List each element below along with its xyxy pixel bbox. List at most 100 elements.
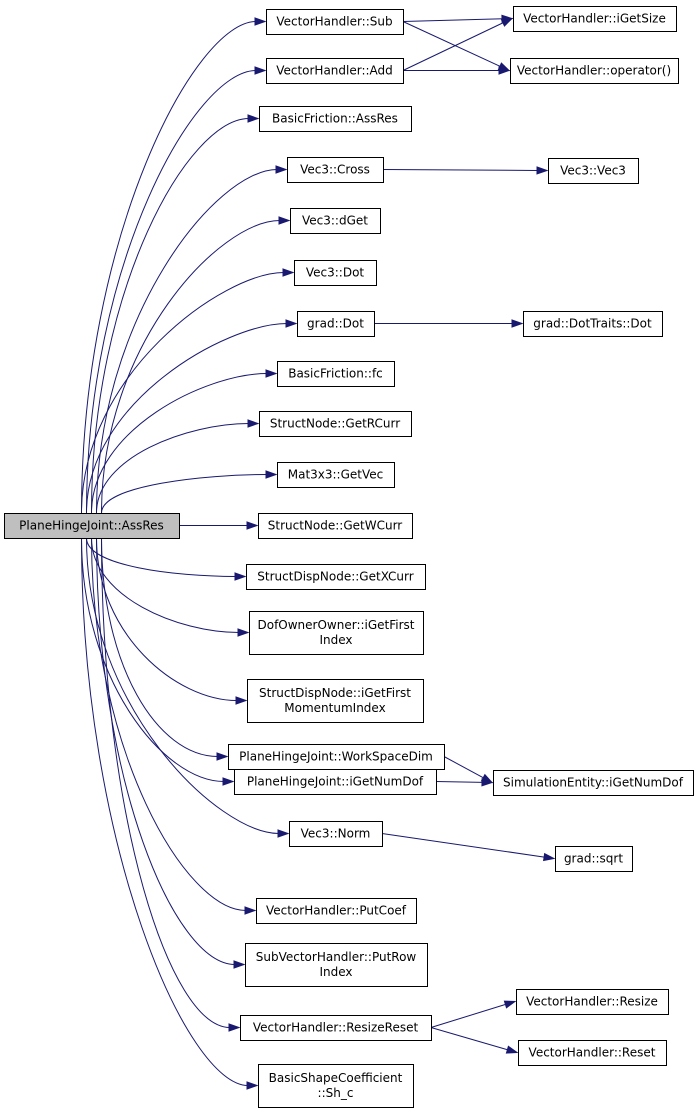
arrowhead bbox=[503, 1000, 517, 1009]
node-grad-dottraits[interactable]: grad::DotTraits::Dot bbox=[523, 311, 663, 337]
arrowhead bbox=[282, 268, 295, 277]
call-edge bbox=[443, 756, 494, 784]
edge-line bbox=[435, 781, 484, 783]
node-label: grad::Dot bbox=[307, 317, 364, 331]
node-box bbox=[548, 158, 639, 184]
node-box bbox=[266, 58, 404, 84]
call-edge bbox=[96, 537, 246, 969]
call-edge bbox=[96, 419, 260, 514]
edge-line bbox=[402, 21, 505, 71]
node-sdn-getxcurr[interactable]: StructDispNode::GetXCurr bbox=[246, 564, 426, 590]
node-label: StructNode::GetWCurr bbox=[268, 519, 403, 533]
node-vh-resizereset[interactable]: VectorHandler::ResizeReset bbox=[240, 1015, 432, 1041]
node-mat3-getvec[interactable]: Mat3x3::GetVec bbox=[277, 462, 395, 488]
node-box bbox=[249, 611, 424, 655]
arrowhead bbox=[235, 696, 248, 705]
node-label: SubVectorHandler::PutRow bbox=[256, 950, 417, 964]
node-box bbox=[266, 9, 404, 35]
edge-line bbox=[86, 323, 288, 514]
call-edge bbox=[101, 537, 241, 1032]
node-box bbox=[277, 462, 395, 488]
node-label: DofOwnerOwner::iGetFirst bbox=[257, 618, 414, 632]
node-label: PlaneHingeJoint::iGetNumDof bbox=[247, 775, 424, 789]
edge-line bbox=[381, 833, 546, 858]
node-vh-add[interactable]: VectorHandler::Add bbox=[266, 58, 404, 84]
arrowhead bbox=[511, 319, 524, 328]
node-vec3-dot[interactable]: Vec3::Dot bbox=[294, 260, 377, 286]
node-sn-getrcurr[interactable]: StructNode::GetRCurr bbox=[259, 411, 412, 437]
node-label: StructDispNode::iGetFirst bbox=[259, 686, 411, 700]
node-bsc-sh-c[interactable]: BasicShapeCoefficient::Sh_c bbox=[258, 1064, 414, 1108]
node-label: Mat3x3::GetVec bbox=[288, 468, 384, 482]
call-edge bbox=[86, 537, 247, 581]
node-vec3-norm[interactable]: Vec3::Norm bbox=[289, 821, 383, 847]
arrowhead bbox=[216, 752, 229, 761]
node-box bbox=[297, 311, 375, 337]
node-vh-sub[interactable]: VectorHandler::Sub bbox=[266, 9, 404, 35]
node-label: Vec3::Cross bbox=[300, 163, 370, 177]
arrowhead bbox=[237, 628, 250, 637]
edge-line bbox=[91, 118, 250, 514]
node-vh-igetsize[interactable]: VectorHandler::iGetSize bbox=[513, 6, 677, 32]
node-vh-putcoef[interactable]: VectorHandler::PutCoef bbox=[256, 898, 417, 924]
node-root[interactable]: PlaneHingeJoint::AssRes bbox=[4, 513, 180, 539]
node-vec3-cross[interactable]: Vec3::Cross bbox=[287, 157, 384, 183]
node-vec3-vec3[interactable]: Vec3::Vec3 bbox=[548, 158, 639, 184]
node-box bbox=[289, 821, 383, 847]
node-box bbox=[294, 260, 377, 286]
node-grad-dot[interactable]: grad::Dot bbox=[297, 311, 375, 337]
node-label: Vec3::dGet bbox=[302, 214, 368, 228]
node-box bbox=[287, 157, 384, 183]
node-vh-reset[interactable]: VectorHandler::Reset bbox=[518, 1040, 667, 1066]
node-phj-workspace[interactable]: PlaneHingeJoint::WorkSpaceDim bbox=[228, 744, 445, 770]
edge-line bbox=[81, 272, 285, 514]
node-vh-operator[interactable]: VectorHandler::operator() bbox=[510, 58, 679, 84]
node-label: Index bbox=[319, 965, 352, 979]
arrowhead bbox=[246, 521, 259, 530]
node-box bbox=[259, 106, 412, 132]
call-edge bbox=[381, 833, 556, 862]
node-bf-assres[interactable]: BasicFriction::AssRes bbox=[259, 106, 412, 132]
node-bf-fc[interactable]: BasicFriction::fc bbox=[277, 361, 395, 387]
call-edge bbox=[435, 778, 494, 787]
node-label: StructNode::GetRCurr bbox=[270, 417, 400, 431]
edge-line bbox=[81, 21, 257, 514]
edge-line bbox=[96, 169, 278, 514]
arrowhead bbox=[222, 777, 235, 786]
call-edge bbox=[374, 319, 524, 328]
arrowhead bbox=[233, 960, 246, 969]
node-phj-igetnumdof[interactable]: PlaneHingeJoint::iGetNumDof bbox=[234, 769, 437, 795]
node-se-igetnumdof[interactable]: SimulationEntity::iGetNumDof bbox=[493, 770, 694, 796]
node-label: BasicShapeCoefficient bbox=[269, 1071, 403, 1085]
arrowhead bbox=[254, 66, 267, 75]
node-label: PlaneHingeJoint::AssRes bbox=[19, 519, 164, 533]
edge-line bbox=[91, 537, 240, 633]
call-edge bbox=[81, 537, 259, 1090]
call-edge bbox=[81, 537, 235, 786]
node-box bbox=[258, 513, 413, 539]
arrowhead bbox=[536, 166, 549, 175]
edge-line bbox=[443, 756, 485, 779]
call-edge bbox=[91, 537, 257, 915]
node-box bbox=[259, 411, 412, 437]
node-label: VectorHandler::Reset bbox=[529, 1046, 656, 1060]
node-box bbox=[518, 1040, 667, 1066]
node-grad-sqrt[interactable]: grad::sqrt bbox=[555, 846, 633, 872]
edge-line bbox=[402, 21, 502, 68]
arrowhead bbox=[247, 419, 260, 428]
node-label: VectorHandler::PutCoef bbox=[266, 904, 407, 918]
node-box bbox=[245, 943, 428, 987]
node-box bbox=[234, 769, 437, 795]
node-vec3-dget[interactable]: Vec3::dGet bbox=[290, 208, 381, 234]
node-box bbox=[493, 770, 694, 796]
node-label: Vec3::Dot bbox=[306, 266, 365, 280]
node-sn-getwcurr[interactable]: StructNode::GetWCurr bbox=[258, 513, 413, 539]
node-vh-resize[interactable]: VectorHandler::Resize bbox=[516, 989, 669, 1015]
call-edge bbox=[86, 537, 290, 838]
arrowhead bbox=[498, 66, 511, 75]
node-box bbox=[228, 744, 445, 770]
